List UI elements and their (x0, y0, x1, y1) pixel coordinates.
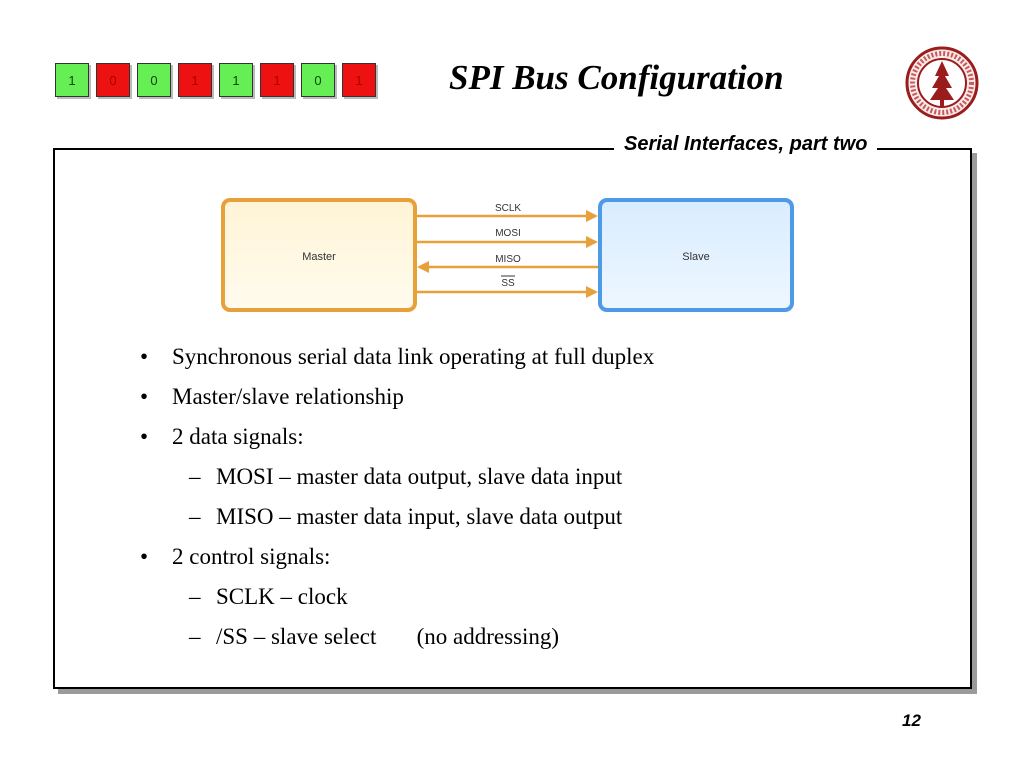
bit-box: 1 (342, 63, 376, 97)
mosi-label: MOSI (495, 228, 521, 239)
master-label: Master (302, 251, 336, 263)
content-frame (53, 148, 972, 689)
ss-label: SS (501, 278, 515, 289)
sub-bullet-text: SCLK – clock (216, 584, 348, 609)
bit-box: 1 (55, 63, 89, 97)
master-box (221, 198, 417, 312)
bullet-mark: • (140, 424, 149, 449)
sub-bullet-item: –/SS – slave select (no addressing) (140, 617, 654, 657)
sub-bullet-item: –SCLK – clock (140, 577, 654, 617)
bullet-item: • 2 control signals: (140, 537, 654, 577)
miso-signal: MISO (417, 254, 598, 273)
bullet-item: • Master/slave relationship (140, 377, 654, 417)
mosi-signal: MOSI (417, 228, 598, 248)
page-number: 12 (902, 711, 921, 730)
miso-label: MISO (495, 254, 521, 265)
bit-box: 1 (219, 63, 253, 97)
sclk-arrowhead (586, 210, 598, 222)
bit-box: 1 (260, 63, 294, 97)
miso-arrowhead (417, 261, 429, 273)
sub-bullet-item: –MISO – master data input, slave data ou… (140, 497, 654, 537)
bit-box: 0 (96, 63, 130, 97)
sub-bullet-mark: – (189, 584, 201, 609)
slave-box (598, 198, 794, 312)
sub-bullet-mark: – (189, 504, 201, 529)
bullet-text: Master/slave relationship (172, 384, 404, 409)
ss-signal: SS (417, 275, 598, 298)
sub-bullet-text: MISO – master data input, slave data out… (216, 504, 623, 529)
mosi-arrowhead (586, 236, 598, 248)
slide-subtitle: Serial Interfaces, part two (614, 133, 878, 156)
bullet-mark: • (140, 384, 149, 409)
sub-bullet-text: MOSI – master data output, slave data in… (216, 464, 623, 489)
slave-label: Slave (682, 251, 710, 263)
sub-bullet-mark: – (189, 464, 201, 489)
bullet-text: 2 data signals: (172, 424, 304, 449)
sub-bullet-mark: – (189, 624, 201, 649)
bit-box: 0 (301, 63, 335, 97)
sub-bullet-item: –MOSI – master data output, slave data i… (140, 457, 654, 497)
binary-bit-strip: 1 0 0 1 1 1 0 1 (55, 63, 376, 97)
bullet-mark: • (140, 544, 149, 569)
ss-arrowhead (586, 286, 598, 298)
bullet-mark: • (140, 344, 149, 369)
bit-box: 1 (178, 63, 212, 97)
sub-bullet-text: /SS – slave select (no addressing) (216, 624, 560, 649)
bullet-item: • 2 data signals: (140, 417, 654, 457)
bullet-text: Synchronous serial data link operating a… (172, 344, 655, 369)
bullet-text: 2 control signals: (172, 544, 331, 569)
university-seal-logo (905, 46, 979, 120)
bit-box: 0 (137, 63, 171, 97)
sclk-label: SCLK (495, 203, 521, 214)
bullet-item: • Synchronous serial data link operating … (140, 337, 654, 377)
sclk-signal: SCLK (417, 203, 598, 222)
slide-title: SPI Bus Configuration (449, 58, 784, 97)
spi-bus-diagram: Master Slave SCLK MOSI MISO SS (221, 198, 794, 312)
bullet-list: • Synchronous serial data link operating … (140, 337, 654, 657)
